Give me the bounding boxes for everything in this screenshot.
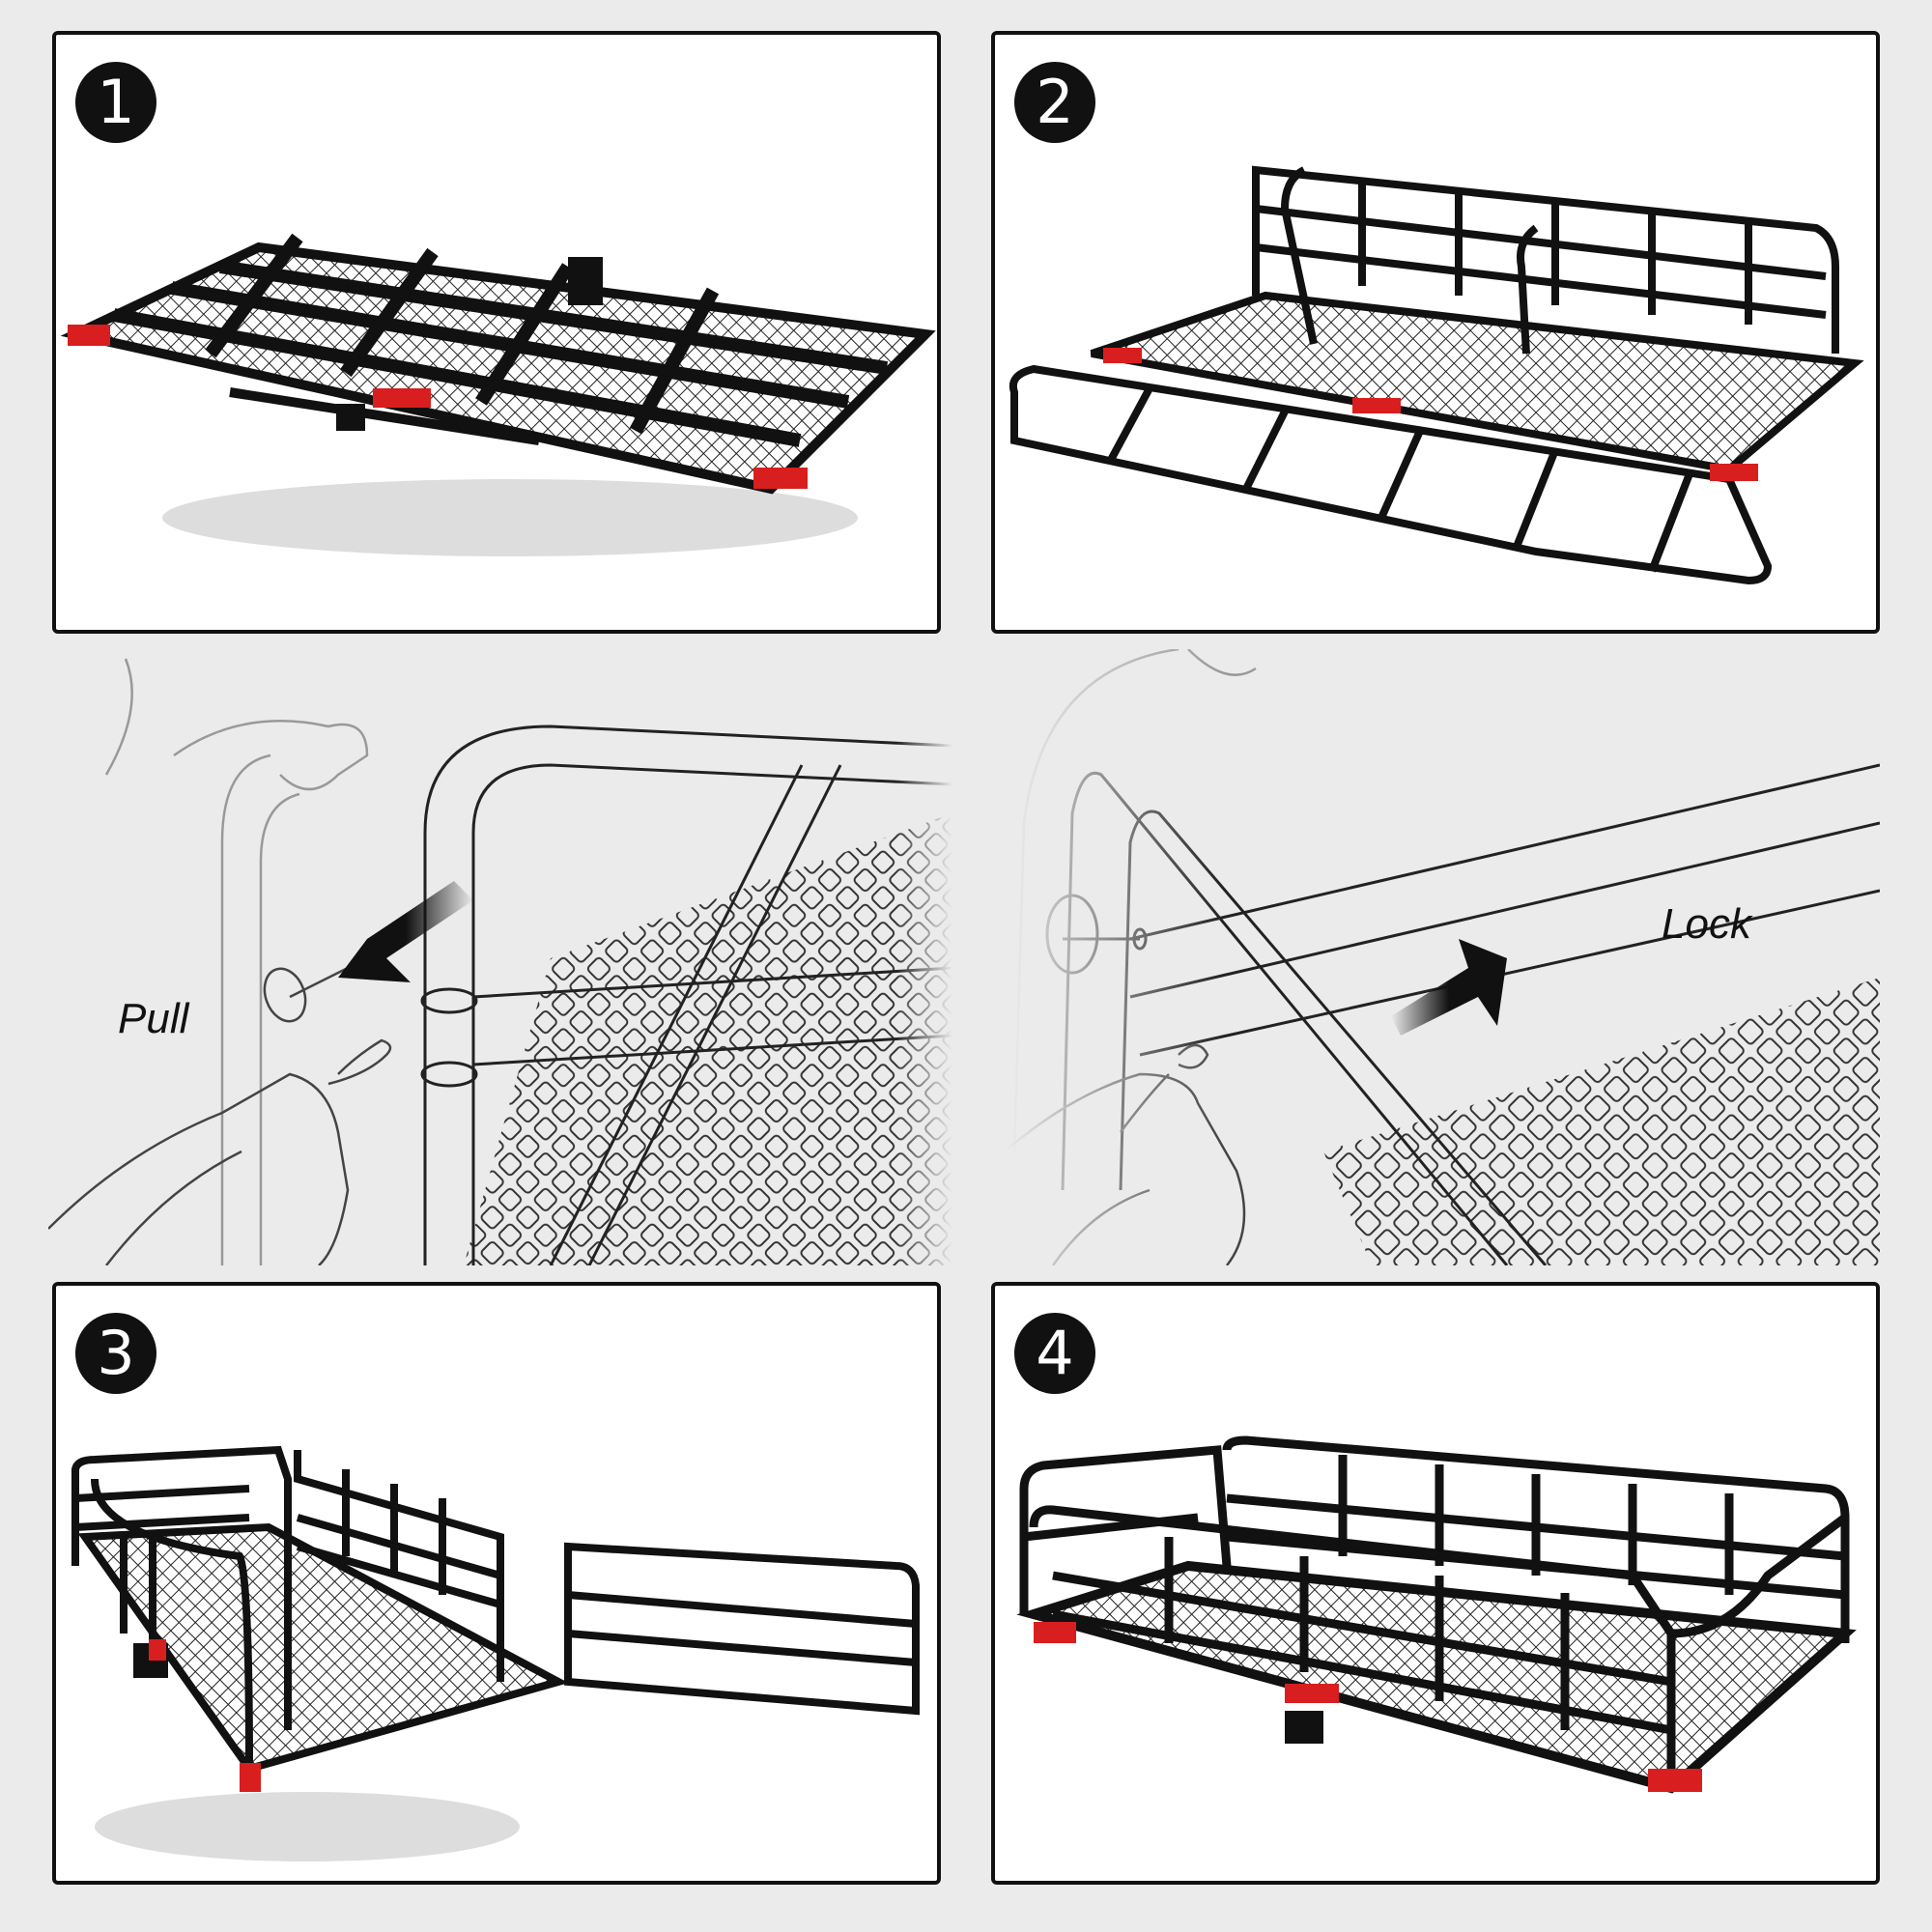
step-3-panel: 3 xyxy=(52,1282,941,1885)
lock-pin-detail: Lock xyxy=(1005,649,1880,1265)
step-number-badge: 4 xyxy=(1014,1313,1095,1394)
pull-pin-sketch xyxy=(48,649,952,1265)
raising-rails-illustration xyxy=(71,1445,920,1861)
lock-pin-sketch xyxy=(1005,649,1880,1265)
reflector-front xyxy=(240,1763,261,1792)
pull-pin-detail: Pull xyxy=(48,649,952,1265)
reflector-center xyxy=(1352,398,1401,413)
assembled-cargo-carrier-illustration xyxy=(1016,1435,1857,1794)
reflector-left xyxy=(1103,348,1142,363)
step-4-panel: 4 xyxy=(991,1282,1880,1885)
reflector-right xyxy=(1710,464,1758,481)
step-1-panel: 1 xyxy=(52,31,941,634)
reflector-right xyxy=(753,468,808,489)
reflector-center xyxy=(1285,1684,1339,1703)
lock-label: Lock xyxy=(1662,900,1751,948)
step-2-panel: 2 xyxy=(991,31,1880,634)
reflector-center xyxy=(373,388,431,408)
pull-label: Pull xyxy=(118,995,189,1042)
reflector-right xyxy=(1648,1769,1702,1792)
folded-cargo-carrier-illustration xyxy=(60,233,936,556)
unfolding-side-rail-illustration xyxy=(1009,165,1864,585)
reflector-left xyxy=(1034,1622,1076,1643)
step-number-badge: 2 xyxy=(1014,62,1095,143)
pull-arrow-icon xyxy=(338,881,473,982)
reflector-left xyxy=(68,325,110,346)
step-number-badge: 1 xyxy=(75,62,156,143)
reflector-side xyxy=(149,1639,166,1661)
step-number-badge: 3 xyxy=(75,1313,156,1394)
